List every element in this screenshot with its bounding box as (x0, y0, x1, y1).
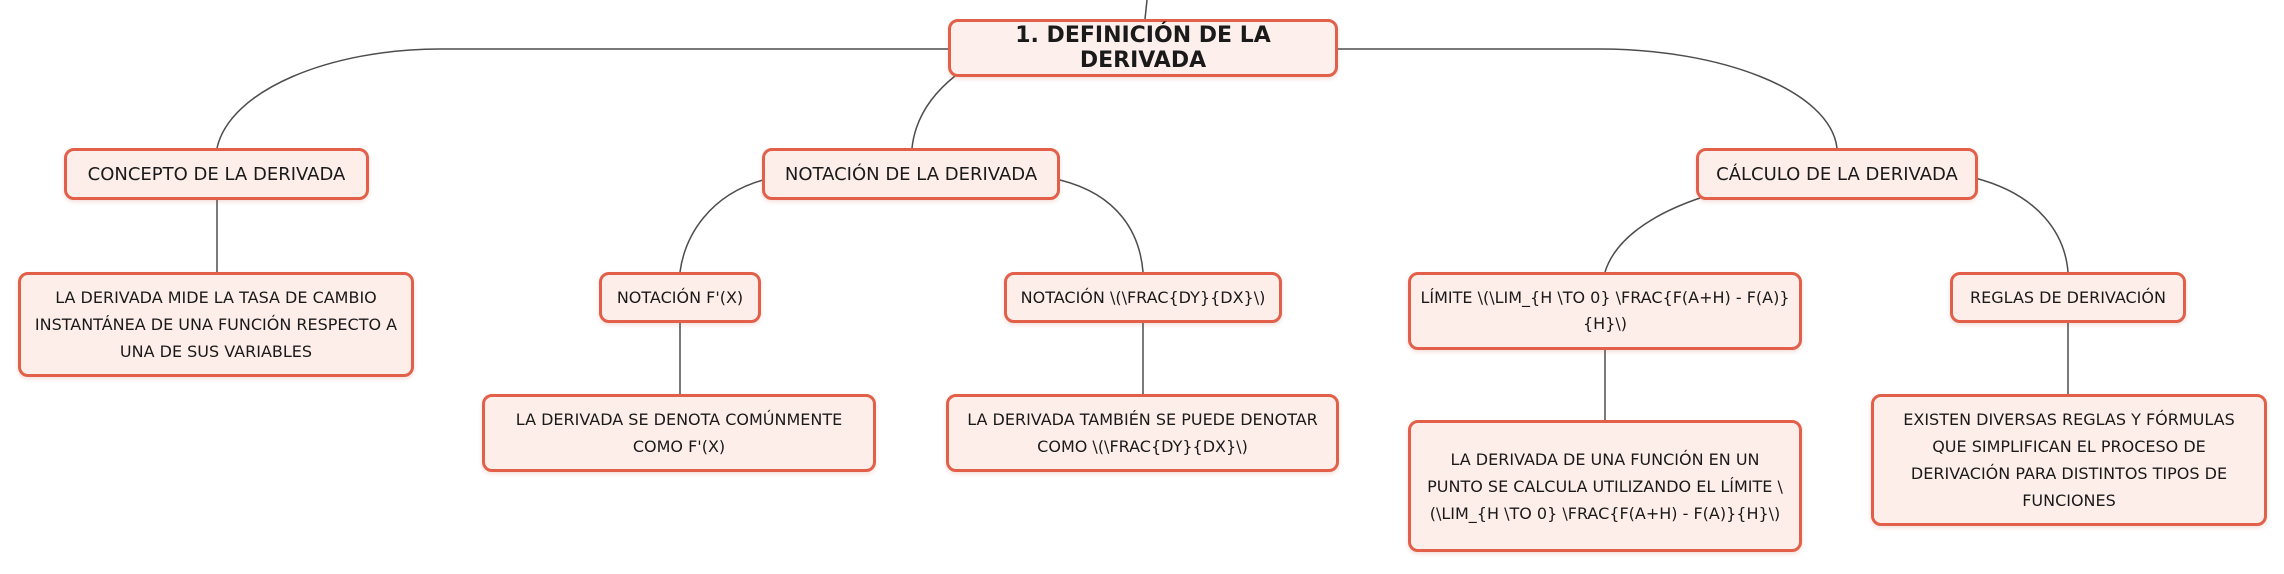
topic-calculo-label: CÁLCULO DE LA DERIVADA (1716, 163, 1958, 185)
topic-calculo[interactable]: CÁLCULO DE LA DERIVADA (1696, 148, 1978, 200)
concepto-detail[interactable]: LA DERIVADA MIDE LA TASA DE CAMBIO INSTA… (18, 272, 414, 377)
connector-calculo-limite (1604, 197, 1701, 273)
notacion-leibniz-detail-text: LA DERIVADA TAMBIÉN SE PUEDE DENOTAR COM… (967, 410, 1318, 456)
notacion-prime-detail[interactable]: LA DERIVADA SE DENOTA COMÚNMENTE COMO F'… (482, 394, 876, 472)
notacion-prime[interactable]: NOTACIÓN F'(X) (599, 272, 761, 323)
calculo-reglas-detail-text: EXISTEN DIVERSAS REGLAS Y FÓRMULAS QUE S… (1903, 410, 2235, 510)
notacion-leibniz-label: NOTACIÓN \(\FRAC{DY}{DX}\) (1020, 287, 1266, 307)
notacion-leibniz[interactable]: NOTACIÓN \(\FRAC{DY}{DX}\) (1004, 272, 1282, 323)
connector-calculo-reglas (1974, 177, 2069, 273)
notacion-prime-detail-text: LA DERIVADA SE DENOTA COMÚNMENTE COMO F'… (515, 410, 843, 456)
connector-root-notacion (911, 75, 956, 149)
connector-notacion-prime (679, 179, 764, 273)
calculo-reglas-detail[interactable]: EXISTEN DIVERSAS REGLAS Y FÓRMULAS QUE S… (1871, 394, 2267, 526)
notacion-prime-label: NOTACIÓN F'(X) (616, 287, 744, 307)
root-label: 1. DEFINICIÓN DE LA DERIVADA (1015, 23, 1271, 73)
notacion-leibniz-detail[interactable]: LA DERIVADA TAMBIÉN SE PUEDE DENOTAR COM… (946, 394, 1339, 472)
connector-root-concepto (216, 48, 948, 149)
topic-concepto-label: CONCEPTO DE LA DERIVADA (87, 163, 346, 185)
calculo-reglas[interactable]: REGLAS DE DERIVACIÓN (1950, 272, 2186, 323)
connector-parent-root (1144, 0, 1148, 20)
root-node[interactable]: 1. DEFINICIÓN DE LA DERIVADA (948, 19, 1338, 77)
connector-notacion-leibniz (1059, 179, 1144, 273)
calculo-limite-detail-text: LA DERIVADA DE UNA FUNCIÓN EN UN PUNTO S… (1427, 449, 1783, 523)
calculo-limite-detail[interactable]: LA DERIVADA DE UNA FUNCIÓN EN UN PUNTO S… (1408, 420, 1802, 552)
topic-concepto[interactable]: CONCEPTO DE LA DERIVADA (64, 148, 369, 200)
topic-notacion[interactable]: NOTACIÓN DE LA DERIVADA (762, 148, 1060, 200)
calculo-limite-label: LÍMITE \(\LIM_{H \TO 0} \FRAC{F(A+H) - F… (1420, 288, 1790, 333)
topic-notacion-label: NOTACIÓN DE LA DERIVADA (784, 163, 1038, 185)
calculo-limite[interactable]: LÍMITE \(\LIM_{H \TO 0} \FRAC{F(A+H) - F… (1408, 272, 1802, 350)
calculo-reglas-label: REGLAS DE DERIVACIÓN (1970, 287, 2166, 307)
concepto-detail-text: LA DERIVADA MIDE LA TASA DE CAMBIO INSTA… (34, 288, 398, 361)
connector-root-calculo (1338, 48, 1838, 149)
